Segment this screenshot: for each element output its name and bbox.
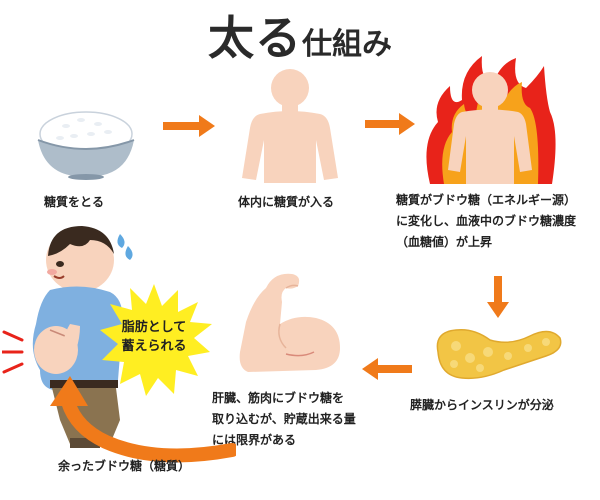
pancreas-icon — [434, 322, 564, 384]
step-convert-text: 糖質がブドウ糖（エネルギー源） に変化し、血液中のブドウ糖濃度 （血糖値）が上昇 — [396, 190, 576, 253]
step-excess-label: 余ったブドウ糖（糖質） — [58, 459, 191, 473]
overweight-man-icon — [10, 220, 160, 450]
step-muscle-text: 肝臓、筋肉にブドウ糖を 取り込むが、貯蔵出来る量 には限界がある — [212, 388, 356, 451]
muscle-arm-icon — [236, 268, 346, 373]
burst-line-1: 脂肪として — [121, 320, 187, 335]
burst-star-icon — [100, 284, 212, 396]
emphasis-lines-icon — [2, 326, 32, 376]
step-convert-line-3: （血糖値）が上昇 — [396, 235, 493, 249]
arrow-left-icon — [362, 358, 412, 380]
step-muscle-line-1: 肝臓、筋肉にブドウ糖を — [212, 391, 345, 405]
title-sub: 仕組み — [302, 27, 392, 62]
fat-burst: 脂肪として 蓄えられる — [94, 280, 214, 400]
step-convert-line-1: 糖質がブドウ糖（エネルギー源） — [396, 193, 577, 207]
body-silhouette-icon — [240, 68, 340, 183]
arrow-right-icon — [365, 113, 415, 135]
burst-line-2: 蓄えられる — [121, 339, 187, 354]
step-eat-label: 糖質をとる — [44, 195, 105, 209]
step-enter-label: 体内に糖質が入る — [238, 195, 335, 209]
burning-body-icon — [420, 52, 560, 184]
step-insulin-label: 膵臓からインスリンが分泌 — [410, 398, 554, 412]
step-muscle-line-2: 取り込むが、貯蔵出来る量 — [212, 412, 356, 426]
rice-bowl-icon — [36, 100, 136, 180]
page-title: 太る仕組み — [0, 2, 600, 68]
burst-text: 脂肪として 蓄えられる — [94, 318, 214, 356]
arrow-down-icon — [487, 276, 509, 318]
curved-arrow-icon — [36, 372, 236, 472]
arrow-right-icon — [163, 115, 215, 137]
step-convert-line-2: に変化し、血液中のブドウ糖濃度 — [396, 214, 577, 228]
title-main: 太る — [208, 11, 302, 65]
